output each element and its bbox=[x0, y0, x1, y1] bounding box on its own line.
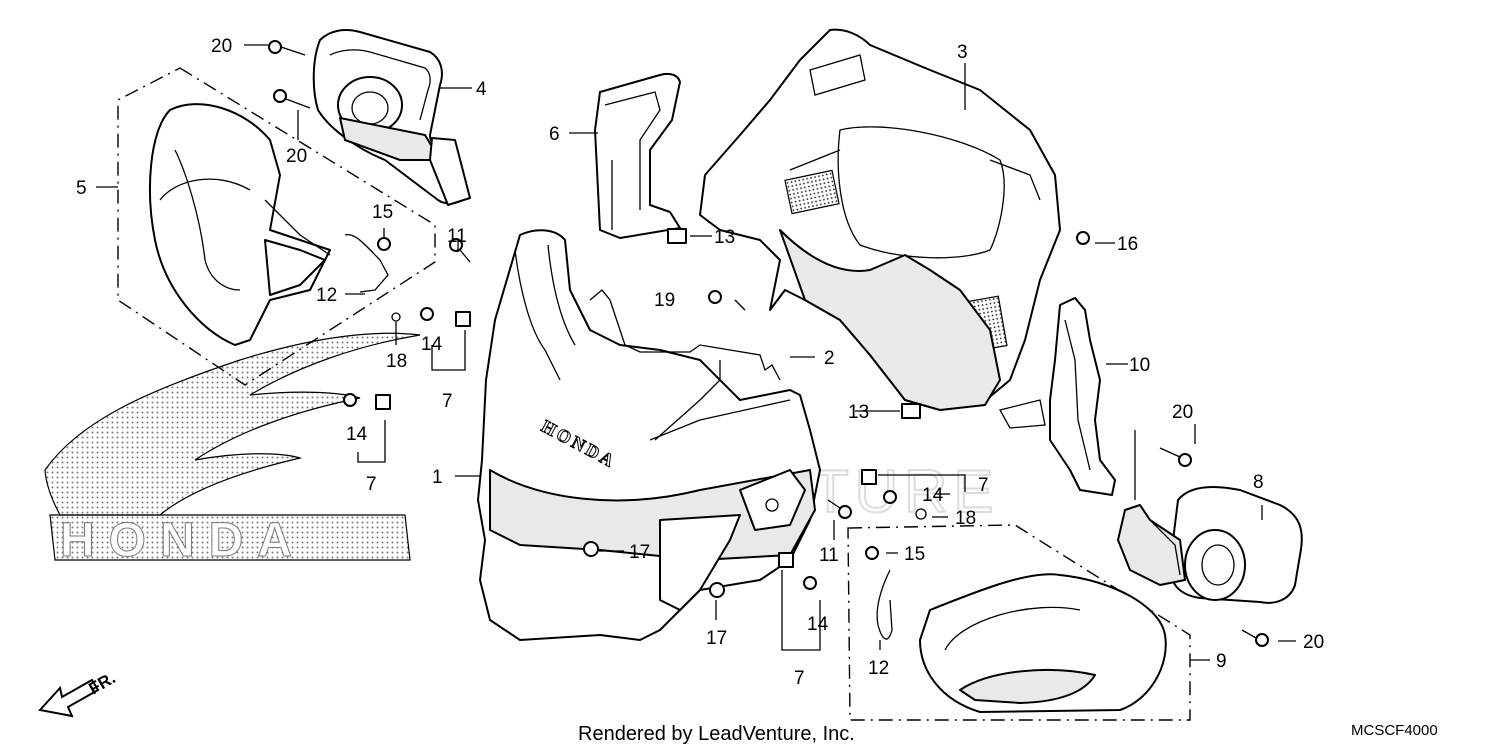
screw-15-b bbox=[865, 546, 879, 560]
callout-7-d: 7 bbox=[794, 668, 805, 689]
callout-16: 16 bbox=[1117, 234, 1138, 255]
callout-12-a: 12 bbox=[316, 285, 337, 306]
callout-12-b: 12 bbox=[868, 658, 889, 679]
callout-13-a: 13 bbox=[714, 227, 735, 248]
nut-17-a bbox=[583, 541, 599, 557]
bolt-20-mid bbox=[273, 89, 311, 109]
callout-15-a: 15 bbox=[372, 202, 393, 223]
callout-14-b: 14 bbox=[346, 424, 368, 445]
callout-20-a: 20 bbox=[211, 36, 232, 57]
part-1-main-cowl: HONDA bbox=[477, 229, 821, 641]
callout-20-d: 20 bbox=[1303, 632, 1324, 653]
part-4-left-speaker bbox=[312, 29, 471, 206]
callout-17-b: 17 bbox=[706, 628, 727, 649]
callout-5: 5 bbox=[76, 178, 87, 199]
screw-19 bbox=[708, 290, 722, 304]
callout-20-b: 20 bbox=[286, 146, 307, 167]
screw-14-b bbox=[343, 393, 357, 407]
clip-7-c bbox=[861, 469, 877, 485]
screw-14-c bbox=[883, 490, 897, 504]
honda-wing-emblem: HONDA bbox=[44, 332, 421, 568]
callout-3: 3 bbox=[957, 42, 968, 63]
honda-emblem-text: HONDA bbox=[60, 514, 306, 567]
callout-2: 2 bbox=[824, 348, 835, 369]
callout-9: 9 bbox=[1216, 651, 1227, 672]
callout-17-a: 17 bbox=[629, 542, 650, 563]
bolt-11-left bbox=[449, 238, 471, 263]
part-10-right-panel bbox=[1049, 297, 1116, 496]
bolt-20-right-b bbox=[1241, 629, 1269, 647]
screw-16 bbox=[1076, 231, 1090, 245]
clip-18-right bbox=[915, 508, 927, 520]
clip-13-a bbox=[667, 228, 687, 244]
callout-18-b: 18 bbox=[955, 508, 976, 529]
fasteners bbox=[268, 40, 1269, 647]
part-8-right-speaker bbox=[1117, 486, 1303, 604]
screw-14-d bbox=[803, 576, 817, 590]
callout-1: 1 bbox=[432, 467, 443, 488]
callout-18-a: 18 bbox=[386, 351, 407, 372]
callout-11-b: 11 bbox=[819, 545, 839, 566]
callout-7-a: 7 bbox=[442, 391, 453, 412]
bolt-20-right-a bbox=[1159, 447, 1192, 467]
drawing-code: MCSCF4000 bbox=[1351, 722, 1438, 739]
callout-8: 8 bbox=[1253, 472, 1264, 493]
front-arrow-icon bbox=[38, 678, 100, 718]
footer-credit: Rendered by LeadVenture, Inc. bbox=[578, 723, 855, 745]
callout-4: 4 bbox=[476, 79, 487, 100]
callout-10: 10 bbox=[1129, 355, 1150, 376]
part-2-stay bbox=[589, 289, 781, 441]
callout-labels: 20 4 20 5 6 3 16 15 11 12 18 14 7 14 7 1… bbox=[76, 36, 1324, 689]
callout-14-d: 14 bbox=[807, 614, 829, 635]
front-direction-arrow: FR. bbox=[38, 668, 119, 718]
callout-14-a: 14 bbox=[421, 334, 443, 355]
callout-7-c: 7 bbox=[978, 475, 989, 496]
part-5-left-pocket-group bbox=[117, 67, 436, 386]
callout-13-b: 13 bbox=[848, 402, 869, 423]
bolt-20-top bbox=[268, 40, 306, 56]
part-9-right-pocket-group bbox=[847, 524, 1191, 721]
clip-18-left bbox=[391, 312, 401, 322]
screw-14-a bbox=[420, 307, 434, 321]
callout-7-b: 7 bbox=[366, 474, 377, 495]
clip-7-a bbox=[455, 311, 471, 327]
callout-15-b: 15 bbox=[904, 544, 925, 565]
clip-7-b bbox=[375, 394, 391, 410]
retainer-12-right bbox=[876, 569, 893, 640]
leader-lines bbox=[96, 44, 1296, 661]
callout-11-a: 11 bbox=[447, 226, 467, 247]
callout-19: 19 bbox=[654, 290, 675, 311]
callout-20-c: 20 bbox=[1172, 402, 1193, 423]
nut-17-b bbox=[709, 582, 725, 598]
retainer-12-left bbox=[344, 233, 389, 293]
clip-13-b bbox=[901, 403, 921, 419]
screw-15-a bbox=[377, 237, 391, 251]
callout-14-c: 14 bbox=[922, 485, 944, 506]
part-6-inner-panel bbox=[594, 72, 681, 239]
callout-6: 6 bbox=[549, 124, 560, 145]
bolt-11-center bbox=[827, 499, 852, 519]
part-3-inner-cover bbox=[699, 28, 1061, 429]
clip-7-d bbox=[778, 552, 794, 568]
